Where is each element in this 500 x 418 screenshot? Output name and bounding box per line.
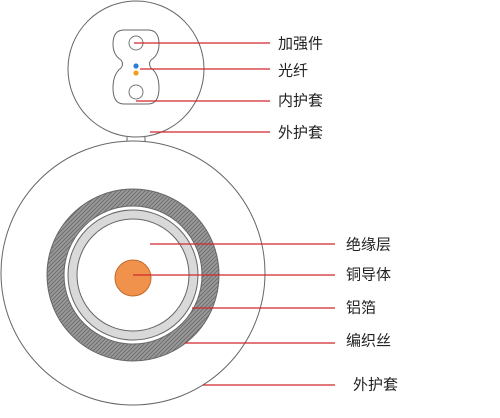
label-copper-conductor: 铜导体 (346, 266, 391, 284)
leader-lines (133, 42, 335, 386)
labels: 加强件 光纤 内护套 外护套 绝缘层 铜导体 铝箔 编织丝 外护套 (278, 35, 398, 394)
power-cable-unit (0, 140, 266, 406)
label-braid: 编织丝 (346, 332, 391, 350)
label-inner-sheath: 内护套 (278, 92, 323, 110)
fiber-core-blue (133, 63, 139, 69)
label-insulation: 绝缘层 (346, 236, 391, 254)
fiber-optic-unit (67, 0, 205, 138)
label-optical-fiber: 光纤 (278, 62, 308, 80)
strength-member-bottom (128, 84, 144, 100)
fiber-core-orange (133, 70, 139, 76)
copper-conductor (114, 259, 152, 297)
label-outer-sheath-bottom: 外护套 (353, 376, 398, 394)
label-outer-sheath-top: 外护套 (278, 124, 323, 142)
label-aluminum-foil: 铝箔 (346, 299, 376, 317)
label-strength-member: 加强件 (278, 35, 323, 53)
